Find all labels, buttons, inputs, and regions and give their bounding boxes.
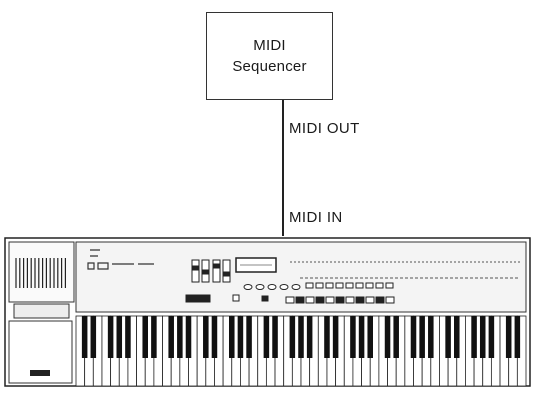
black-key [177,316,183,358]
black-key [238,316,244,358]
black-key [411,316,417,358]
black-key [125,316,131,358]
round-button [292,285,300,290]
power-button [186,295,210,302]
small-button [233,295,239,301]
black-key [186,316,192,358]
black-key [151,316,157,358]
black-key [454,316,460,358]
black-key [367,316,373,358]
black-key [142,316,148,358]
tone-button [336,283,343,288]
tone-button [366,283,373,288]
round-button [280,285,288,290]
patch-button [306,297,314,303]
black-key [108,316,114,358]
black-key [298,316,304,358]
black-key [246,316,252,358]
black-key [168,316,174,358]
patch-button [386,297,394,303]
key-bed [76,316,526,386]
patch-button [336,297,344,303]
round-button [256,285,264,290]
round-button [268,285,276,290]
black-key [480,316,486,358]
tone-button [346,283,353,288]
black-key [333,316,339,358]
black-key [307,316,313,358]
black-key [272,316,278,358]
patch-button [346,297,354,303]
black-key [506,316,512,358]
black-key [117,316,123,358]
brand-logo-plate [30,370,50,376]
tone-button [386,283,393,288]
black-key [471,316,477,358]
black-key [350,316,356,358]
black-key [290,316,296,358]
black-key [385,316,391,358]
tone-button [376,283,383,288]
patch-button [366,297,374,303]
black-key [419,316,425,358]
black-key [445,316,451,358]
patch-button [296,297,304,303]
tone-button [316,283,323,288]
black-key [229,316,235,358]
small-button [262,296,268,301]
tone-button [306,283,313,288]
patch-button [376,297,384,303]
round-button [244,285,252,290]
black-key [203,316,209,358]
patch-button [356,297,364,303]
tone-button [326,283,333,288]
black-key [264,316,270,358]
black-key [515,316,521,358]
black-key [212,316,218,358]
black-key [91,316,97,358]
pitch-bender-module [9,242,74,302]
patch-button [286,297,294,303]
black-key [393,316,399,358]
black-key [82,316,88,358]
patch-button [316,297,324,303]
black-key [428,316,434,358]
black-key [489,316,495,358]
black-key [324,316,330,358]
patch-button [326,297,334,303]
black-key [359,316,365,358]
tone-button [356,283,363,288]
